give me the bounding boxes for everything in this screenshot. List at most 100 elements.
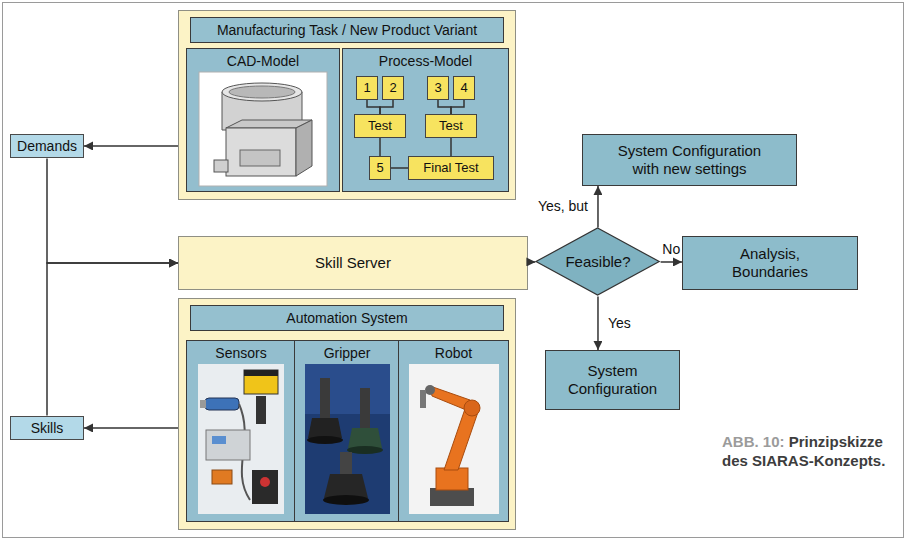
connector xyxy=(367,100,380,114)
connector xyxy=(84,145,178,147)
robot-tool xyxy=(420,390,426,408)
panel-header-bar: Manufacturing Task / New Product Variant xyxy=(190,17,504,43)
connector xyxy=(84,427,178,429)
result-label: System Configuration with new settings xyxy=(603,142,776,178)
housing-rim xyxy=(222,83,302,101)
connector xyxy=(438,100,451,114)
box-heading: Gripper xyxy=(295,345,399,362)
step-label: 1 xyxy=(363,80,370,96)
panel-heading: Automation System xyxy=(286,310,407,327)
sensor-led xyxy=(260,477,270,487)
result-box: Analysis, Boundaries xyxy=(682,236,858,290)
gripper-image-ground xyxy=(305,364,390,514)
cup-stem xyxy=(340,452,352,474)
robot-turret xyxy=(436,468,468,490)
cup-bellows xyxy=(308,418,342,438)
caption-number: ABB. 10: xyxy=(722,433,789,450)
group-panel: Automation SystemSensorsGripperRobot xyxy=(178,298,516,530)
sensor-unit xyxy=(206,430,250,460)
gripper-illustration xyxy=(305,364,390,514)
cylinder-sensor xyxy=(256,396,266,424)
block-top xyxy=(226,120,312,128)
box-heading: Robot xyxy=(399,345,508,362)
block-side xyxy=(296,120,312,176)
box-heading: Sensors xyxy=(187,345,295,362)
connector xyxy=(597,186,599,227)
orange-sensor xyxy=(212,470,232,484)
step-label: Final Test xyxy=(423,160,478,176)
decision-label: Feasible? xyxy=(565,253,630,271)
step-label: 5 xyxy=(376,160,383,176)
process-step: 3 xyxy=(427,76,449,100)
cup-bellows xyxy=(324,474,368,498)
sensor-display xyxy=(212,436,226,444)
tag-label: Demands xyxy=(17,138,77,155)
robot-elbow xyxy=(464,400,480,416)
connector-label: Yes, but xyxy=(536,198,590,215)
diamond-shape xyxy=(536,228,659,295)
connector xyxy=(47,158,178,263)
process-step: 4 xyxy=(453,76,475,100)
connector xyxy=(528,261,535,263)
panel-heading: Manufacturing Task / New Product Variant xyxy=(217,22,477,39)
connector xyxy=(451,100,464,114)
cup-bellows xyxy=(348,428,382,448)
figure-caption: ABB. 10: Prinzipskizze des SIARAS-Konzep… xyxy=(722,432,890,470)
connector xyxy=(47,263,178,416)
cad-image-ground xyxy=(199,72,327,186)
connector-label: No xyxy=(660,241,682,258)
component-box: CAD-Model xyxy=(186,48,340,192)
connector xyxy=(379,138,381,156)
panel-header-bar: Automation System xyxy=(190,305,504,331)
connector xyxy=(597,297,599,350)
result-box: System Configuration xyxy=(545,350,680,410)
component-box: Process-Model 12 3 4Test Test 5 Final Test xyxy=(342,48,509,192)
group-panel: Manufacturing Task / New Product Variant… xyxy=(178,10,516,200)
cad-illustration xyxy=(199,72,327,186)
cup-lip xyxy=(323,495,369,505)
gripper-image-light xyxy=(305,364,390,414)
process-step: Test xyxy=(354,114,406,138)
housing-cylinder xyxy=(222,92,302,130)
robot-illustration xyxy=(409,364,499,514)
cup-stem xyxy=(320,378,330,418)
step-label: 3 xyxy=(434,80,441,96)
connector xyxy=(380,100,393,114)
component-box: Sensors xyxy=(186,340,296,522)
cup-stem xyxy=(360,388,370,428)
step-label: 4 xyxy=(460,80,467,96)
process-step: 1 xyxy=(356,76,378,100)
process-step: Final Test xyxy=(408,156,494,180)
connector xyxy=(450,138,452,156)
io-tag: Demands xyxy=(10,134,84,159)
step-label: Test xyxy=(439,118,463,134)
sensor-cable xyxy=(239,404,250,500)
decision-diamond: Feasible? xyxy=(535,227,660,296)
block-front xyxy=(226,128,296,176)
robot-base xyxy=(430,488,474,506)
component-box: Robot xyxy=(398,340,509,522)
block-recess xyxy=(240,150,280,166)
light-barrier xyxy=(252,470,278,504)
process-step: Test xyxy=(425,114,477,138)
yellow-sensor xyxy=(244,370,278,394)
robot-image-ground xyxy=(409,364,499,514)
robot-upper-arm xyxy=(430,386,476,414)
server-band: Skill Server xyxy=(178,236,528,290)
component-box: Gripper xyxy=(294,340,400,522)
process-step: 2 xyxy=(382,76,404,100)
box-heading: Process-Model xyxy=(343,53,508,70)
tag-label: Skills xyxy=(31,420,64,437)
connector-label: Yes xyxy=(606,315,633,332)
result-label: System Configuration xyxy=(560,362,665,398)
housing-bore xyxy=(229,86,295,98)
connector xyxy=(661,261,682,263)
result-box: System Configuration with new settings xyxy=(582,134,797,186)
robot-lower-arm xyxy=(444,406,478,470)
io-tag: Skills xyxy=(10,416,84,441)
sensors-illustration xyxy=(198,364,284,514)
result-label: Analysis, Boundaries xyxy=(703,245,837,281)
process-step: 5 xyxy=(369,156,391,180)
connector xyxy=(391,167,408,169)
